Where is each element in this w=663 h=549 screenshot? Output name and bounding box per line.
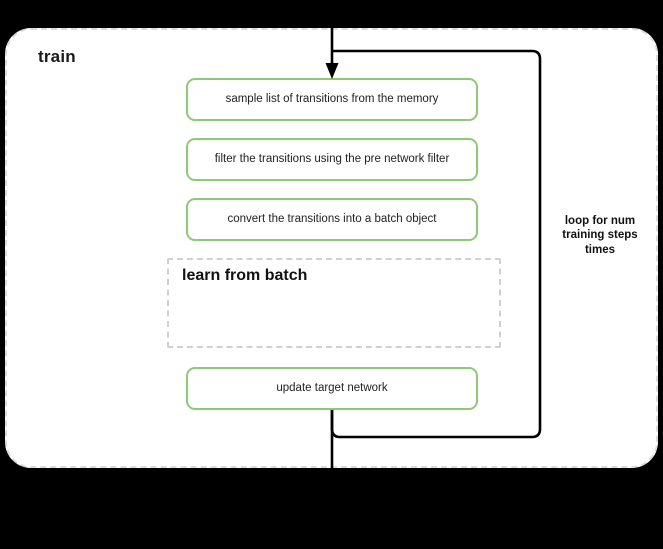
node-update-target-network[interactable]: update target network bbox=[186, 367, 478, 410]
node-label: filter the transitions using the pre net… bbox=[214, 152, 450, 165]
node-filter-transitions[interactable]: filter the transitions using the pre net… bbox=[186, 138, 478, 181]
node-label: sample list of transitions from the memo… bbox=[225, 92, 439, 105]
node-label: convert the transitions into a batch obj… bbox=[227, 212, 437, 225]
node-convert-to-batch[interactable]: convert the transitions into a batch obj… bbox=[186, 198, 478, 241]
node-sample-transitions[interactable]: sample list of transitions from the memo… bbox=[186, 78, 478, 121]
loop-annotation-label: loop for num training steps times bbox=[562, 215, 638, 256]
subscope-title-learn-from-batch: learn from batch bbox=[182, 267, 308, 284]
scope-title-train: train bbox=[38, 47, 76, 66]
node-label: update target network bbox=[276, 381, 388, 394]
